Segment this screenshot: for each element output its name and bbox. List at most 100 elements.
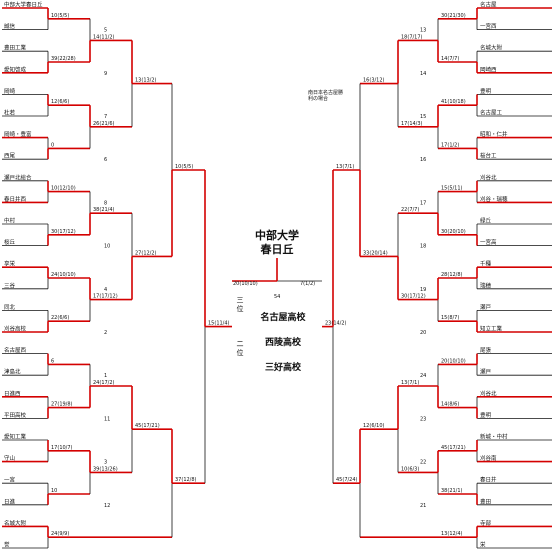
team-right: 名古屋 <box>480 1 497 9</box>
champion-line-2: 春日丘 <box>260 243 294 256</box>
match-score: 26(21/6) <box>93 121 115 127</box>
match-score: 10(5/5) <box>51 13 69 19</box>
match-score: 20(10/10) <box>441 358 466 364</box>
team-right: 刈谷北 <box>480 389 497 397</box>
match-score: 10(6/3) <box>401 466 419 472</box>
match-score: 38(21/4) <box>93 207 115 213</box>
match-number: 15 <box>420 114 426 120</box>
match-score: 45(17/21) <box>135 423 160 429</box>
team-left: 岡崎 <box>4 87 16 95</box>
team-left: 日進 <box>4 497 16 505</box>
match-score: 13(7/1) <box>336 164 354 170</box>
team-right: 豊田 <box>480 497 491 505</box>
team-left: 平田高校 <box>4 411 27 419</box>
match-score: 12(6/10) <box>363 423 385 429</box>
team-left: 刈谷高校 <box>4 325 27 333</box>
match-score: 22(7/7) <box>401 207 419 213</box>
match-score: 22(6/6) <box>51 315 69 321</box>
team-left: 瀬戸北総合 <box>4 173 32 181</box>
team-right: 瀬戸 <box>480 368 492 376</box>
match-number: 24 <box>420 373 426 379</box>
match-score: 13(7/1) <box>401 380 419 386</box>
match-number: 16 <box>420 157 426 163</box>
match-score: 14(11/2) <box>93 34 115 40</box>
team-left: 名古屋西 <box>4 346 27 354</box>
match-score: 13(12/4) <box>441 531 463 537</box>
champion-line-1: 中部大学 <box>255 229 299 242</box>
team-right: 刈谷南 <box>480 454 497 462</box>
match-score: 17(14/3) <box>401 121 423 127</box>
honor-2: 西陵高校 <box>264 338 301 348</box>
match-score: 41(10/18) <box>441 99 466 105</box>
team-right: 栄 <box>480 541 486 549</box>
match-score: 30(17/12) <box>51 229 76 235</box>
team-left: 誠信 <box>4 22 16 30</box>
match-number: 10 <box>104 244 110 250</box>
match-score: 0 <box>51 142 54 148</box>
match-score: 16(3/12) <box>363 78 385 84</box>
team-left: 豊田工業 <box>4 44 27 52</box>
match-number: 9 <box>104 71 107 77</box>
team-right: 豊明 <box>480 87 492 95</box>
match-number: 1 <box>104 373 107 379</box>
team-left: 春日井西 <box>4 195 27 203</box>
third-place-label: 三位 <box>236 296 244 313</box>
match-number: 11 <box>104 416 110 422</box>
match-number: 13 <box>420 28 426 34</box>
team-left: 愛知工業 <box>4 433 27 441</box>
match-score: 6 <box>51 358 54 364</box>
match-score: 24(17/2) <box>93 380 115 386</box>
match-score: 28(12/8) <box>441 272 463 278</box>
team-left: 同北 <box>4 303 16 311</box>
match-score: 45(7/24) <box>336 477 358 483</box>
match-score: 15(11/4) <box>208 321 230 327</box>
champion-block: 中部大学 春日丘 <box>232 229 322 257</box>
match-number: 20 <box>420 330 426 336</box>
right-team-list: 名古屋一宮西名城大附岡崎西豊明名古屋工昭和・仁井桜台工刈谷北刈谷・瑞穂緑丘一宮高… <box>480 1 508 549</box>
team-right: 瑞穂 <box>480 281 492 289</box>
match-score: 14(8/6) <box>441 402 459 408</box>
team-left: 中村 <box>4 217 16 225</box>
team-right: 昭和・仁井 <box>480 130 508 138</box>
match-number: 23 <box>420 416 426 422</box>
right-note: 南日本名古屋勝利の場合 <box>308 90 344 102</box>
match-score: 18(7/17) <box>401 34 423 40</box>
match-score: 30(17/12) <box>401 294 426 300</box>
match-score: 38(21/1) <box>441 488 463 494</box>
team-left: 西尾 <box>4 153 16 160</box>
match-score: 45(17/21) <box>441 445 466 451</box>
team-right: 名古屋工 <box>480 109 503 117</box>
final-score-right: 7(1/2) <box>300 281 315 287</box>
match-score: 39(22/28) <box>51 56 76 62</box>
match-score: 23(14/2) <box>325 321 347 327</box>
team-right: 春日井 <box>480 476 497 484</box>
team-left: 三谷 <box>4 281 16 289</box>
match-score: 10(12/10) <box>51 186 76 192</box>
team-left: 誉 <box>4 541 10 549</box>
team-left: 岡崎・豊富 <box>4 130 32 138</box>
match-number: 4 <box>104 287 107 293</box>
match-score: 30(21/30) <box>441 13 466 19</box>
team-right: 名城大附 <box>480 44 503 52</box>
match-score: 15(8/7) <box>441 315 459 321</box>
team-right: 緑丘 <box>480 217 492 225</box>
team-right: 岡崎西 <box>480 65 497 73</box>
match-score: 10(5/5) <box>175 164 193 170</box>
team-right: 刈谷北 <box>480 173 497 181</box>
team-right: 新城・中村 <box>480 433 508 441</box>
honors-block: 名古屋高校 西陵高校 三好高校 <box>238 306 328 381</box>
team-right: 一宮西 <box>480 22 497 30</box>
second-place-label: 二位 <box>236 340 244 357</box>
team-right: 豊明 <box>480 411 492 419</box>
match-number: 6 <box>104 157 107 163</box>
team-right: 千種 <box>480 260 492 268</box>
honor-3: 三好高校 <box>264 363 301 373</box>
team-left: 桜丘 <box>4 238 16 246</box>
match-number: 22 <box>420 460 426 466</box>
final-extra: 54 <box>274 294 280 300</box>
match-number: 14 <box>420 71 426 77</box>
match-score: 17(10/7) <box>51 445 73 451</box>
final-score-left: 20(10/10) <box>233 281 258 287</box>
team-right: 尾張 <box>480 347 492 354</box>
